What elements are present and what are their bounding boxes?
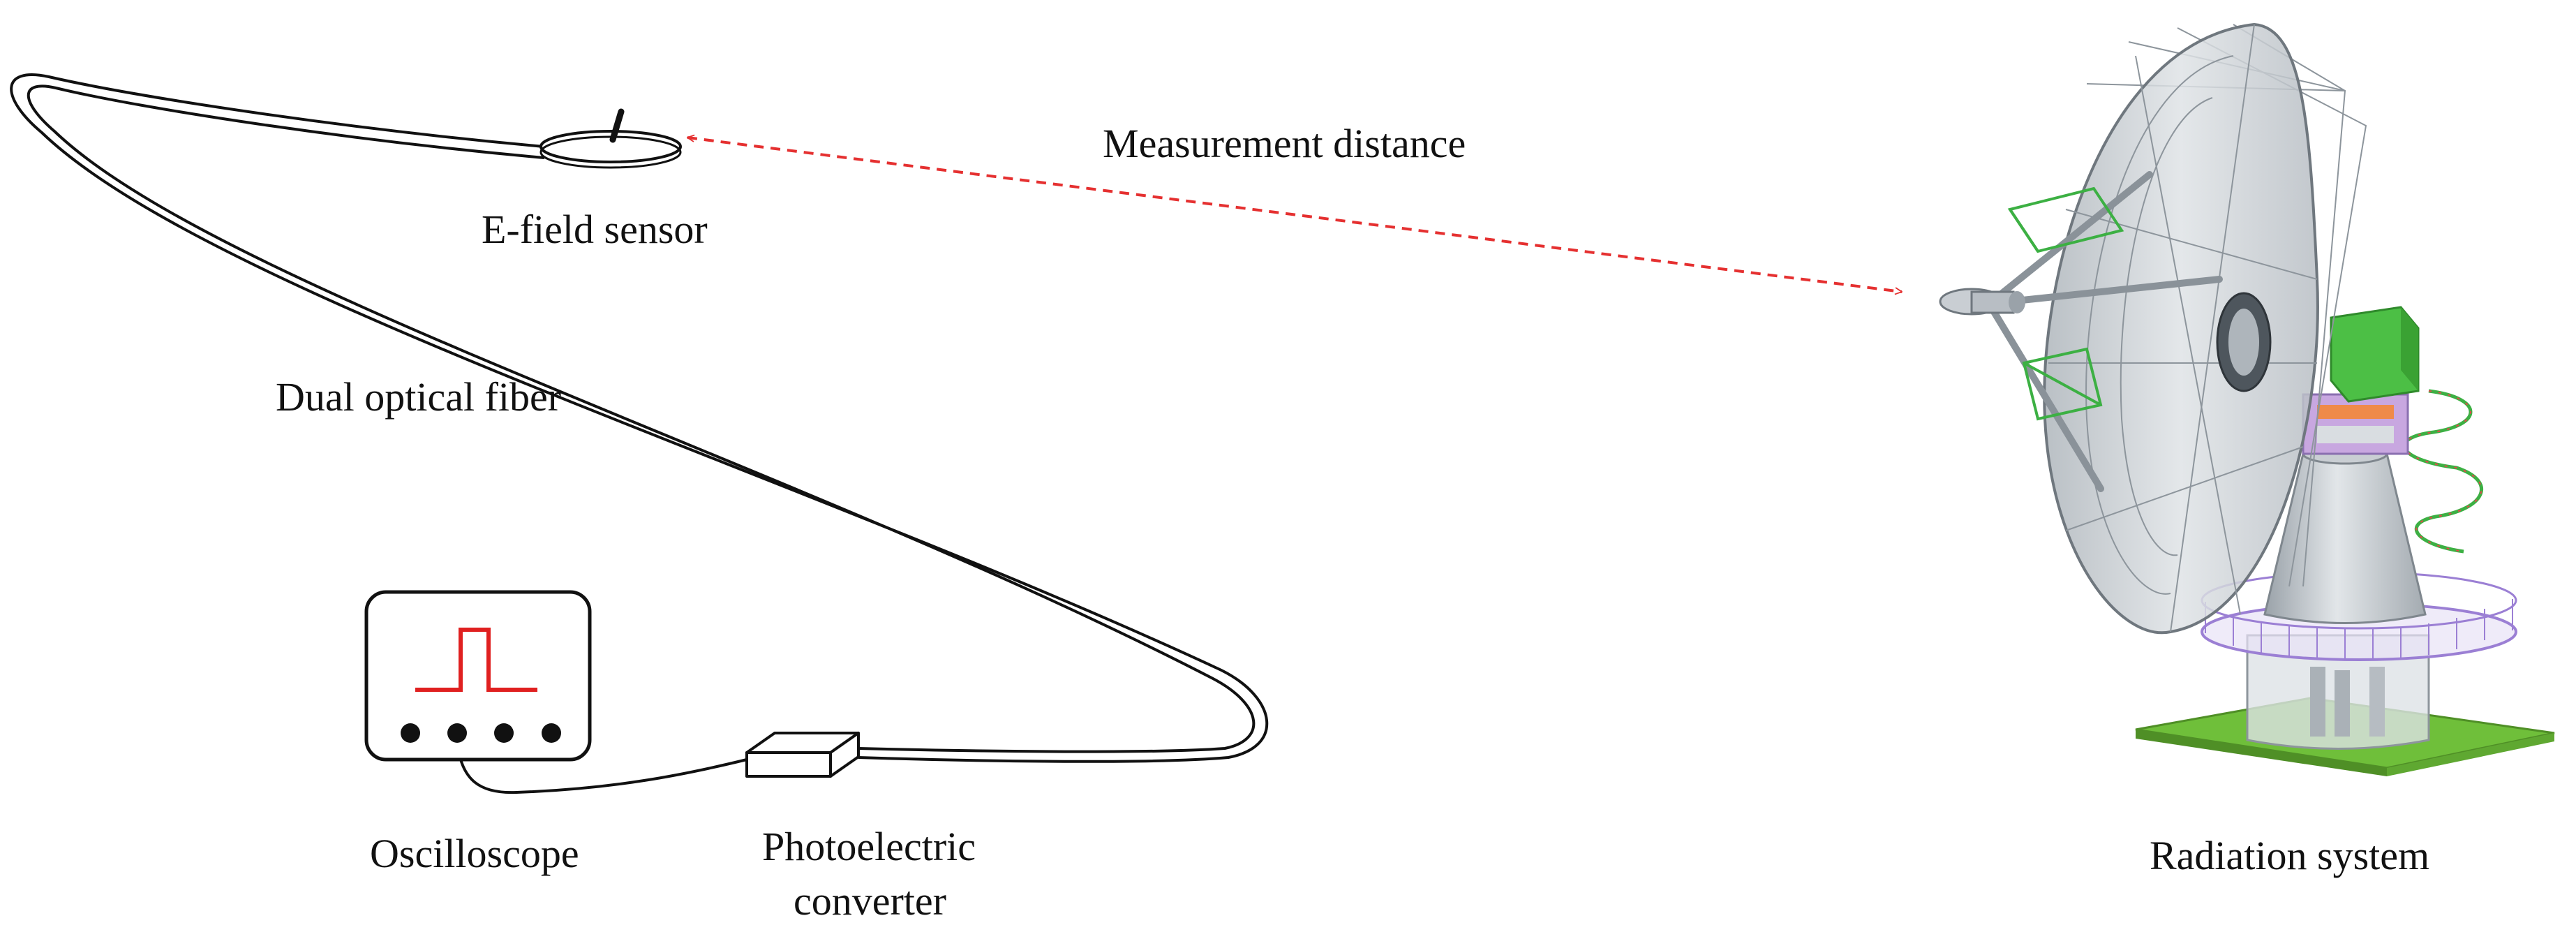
photoelectric-converter-label-line1: Photoelectric <box>762 824 976 869</box>
measurement-distance-arrow <box>687 138 1902 292</box>
oscilloscope-label: Oscilloscope <box>370 831 579 876</box>
scope-knob <box>401 723 420 743</box>
measurement-distance-label: Measurement distance <box>1103 121 1466 166</box>
dual-optical-fiber <box>10 73 1268 763</box>
scope-knob <box>447 723 467 743</box>
feed-horn <box>1939 288 2025 316</box>
scope-knob <box>494 723 514 743</box>
dual-optical-fiber-label: Dual optical fiber <box>276 374 561 420</box>
oscilloscope <box>364 590 592 762</box>
e-field-sensor-label: E-field sensor <box>482 207 708 252</box>
scope-knob <box>542 723 561 743</box>
reflector-dish <box>2043 22 2319 635</box>
pulse-waveform <box>415 628 537 692</box>
radiation-system-label: Radiation system <box>2150 833 2429 878</box>
e-field-sensor <box>539 108 682 169</box>
converter-to-scope-cable <box>456 739 747 794</box>
radiation-system-illustration <box>1939 22 2555 776</box>
photoelectric-converter <box>745 732 860 778</box>
photoelectric-converter-label-line2: converter <box>794 878 946 924</box>
spiral-stair <box>2402 389 2483 554</box>
mount-yoke <box>2302 393 2409 455</box>
